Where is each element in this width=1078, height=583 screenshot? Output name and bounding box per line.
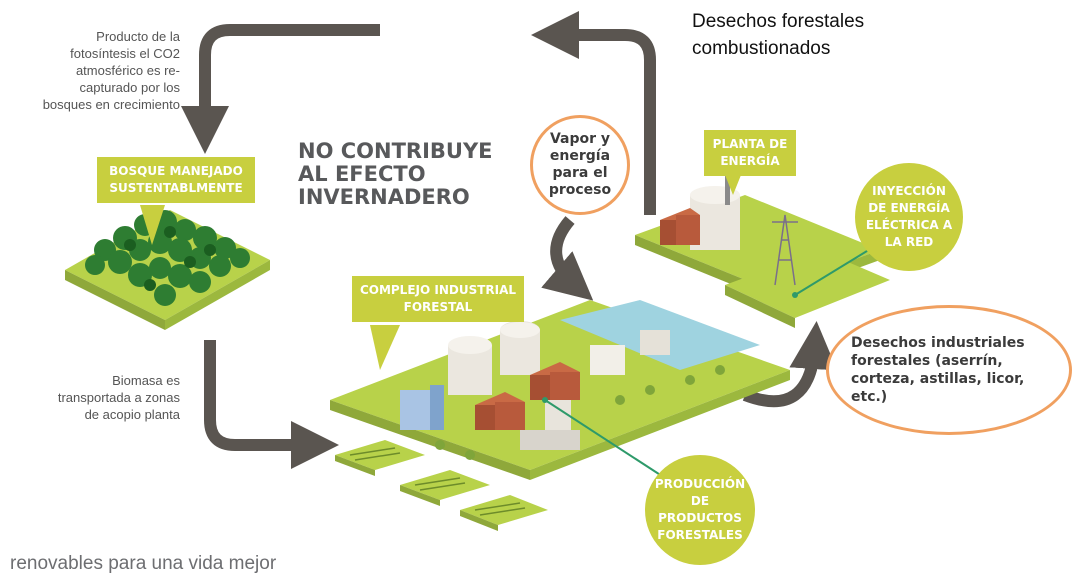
steam-energy-label: Vapor y energía para el proceso: [548, 131, 612, 198]
headline: NO CONTRIBUYE AL EFECTO INVERNADERO: [298, 139, 493, 209]
power-plant-platform: [635, 175, 890, 328]
industrial-complex-label: COMPLEJO INDUSTRIAL FORESTAL: [352, 276, 524, 322]
arrow-biomass-transport: [204, 340, 339, 469]
industrial-platform: [330, 300, 790, 480]
field-patches: [335, 440, 548, 531]
co2-recapture-note: Producto de la fotosíntesis el CO2 atmos…: [42, 29, 180, 112]
industrial-waste-label: Desechos industriales forestales (aserrí…: [851, 335, 1025, 405]
forest-products-circle: PRODUCCIÓN DE PRODUCTOS FORESTALES: [645, 455, 755, 565]
grid-injection-circle: INYECCIÓN DE ENERGÍA ELÉCTRICA A LA RED: [855, 163, 963, 271]
forest-products-label: PRODUCCIÓN DE PRODUCTOS FORESTALES: [654, 477, 746, 542]
biomass-transport-note: Biomasa es transportada a zonas de acopi…: [57, 373, 180, 422]
power-plant-label: PLANTA DE ENERGÍA: [704, 130, 796, 176]
burned-waste-label: Desechos forestales combustionados: [692, 11, 865, 59]
arrow-waste-to-power: [742, 321, 838, 408]
products-connector: [544, 399, 666, 479]
arrow-steam-to-complex: [541, 216, 594, 301]
footer-tagline: renovables para una vida mejor: [10, 553, 277, 574]
steam-energy-oval: Vapor y energía para el proceso: [530, 115, 630, 215]
forest-label: BOSQUE MANEJADO SUSTENTABLMENTE: [97, 157, 255, 203]
grid-injection-label: INYECCIÓN DE ENERGÍA ELÉCTRICA A LA RED: [865, 184, 953, 249]
arrow-top-cycle: [181, 24, 380, 154]
industrial-waste-oval: Desechos industriales forestales (aserrí…: [826, 305, 1072, 435]
forest-platform: [65, 210, 270, 330]
arrow-power-to-top: [531, 11, 656, 215]
